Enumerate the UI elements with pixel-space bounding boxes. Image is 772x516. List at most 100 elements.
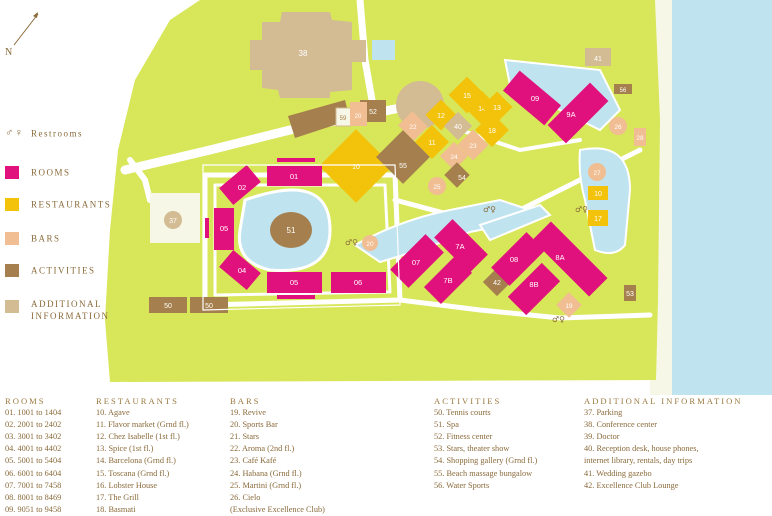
svg-text:22: 22 <box>409 124 417 131</box>
list-item: 56. Water Sports <box>434 480 490 490</box>
building-56 <box>614 84 632 94</box>
directory-restaurants: RESTAURANTS 10. Agave 11. Flavor market … <box>96 395 226 516</box>
list-item: 54. Shopping gallery (Grnd fl.) <box>434 456 538 466</box>
list-item: 04. 4001 to 4402 <box>5 444 62 454</box>
svg-text:12: 12 <box>437 113 445 120</box>
building-41 <box>585 48 611 66</box>
svg-text:06: 06 <box>354 278 362 287</box>
building-20 <box>350 102 367 126</box>
resort-map: N 38 52 59 20 41 56 10 15 14 13 <box>5 0 772 395</box>
list-item: 22. Aroma (2nd fl.) <box>230 444 295 454</box>
svg-text:25: 25 <box>433 184 441 191</box>
pond <box>372 40 395 60</box>
directory-heading: BARS <box>230 396 261 406</box>
restroom-icon: ♂♀ <box>5 127 25 139</box>
list-item: 40. Reception desk, house phones, <box>584 444 699 454</box>
svg-text:42: 42 <box>493 280 501 287</box>
tennis-court-1 <box>149 297 187 313</box>
svg-text:7B: 7B <box>443 276 452 285</box>
activity-markers: 55 54 42 53 50 50 <box>149 130 636 313</box>
list-item: 11. Flavor market (Grnd fl.) <box>96 420 189 430</box>
svg-text:23: 23 <box>469 143 477 150</box>
list-item: 38. Conference center <box>584 420 658 430</box>
svg-text:05: 05 <box>220 224 228 233</box>
legend-label: ROOMS <box>31 167 71 178</box>
list-item: 03. 3001 to 3402 <box>5 432 62 442</box>
directory: ROOMS 01. 1001 to 1404 02. 2001 to 2402 … <box>0 395 772 516</box>
list-item: 24. Habana (Grnd fl.) <box>230 468 302 478</box>
svg-text:52: 52 <box>369 109 377 116</box>
list-item: 20. Sports Bar <box>230 420 278 430</box>
svg-text:♂♀: ♂♀ <box>552 315 565 324</box>
list-item: 12. Chez Isabelle (1st fl.) <box>96 432 180 442</box>
restaurants-swatch <box>5 198 19 211</box>
svg-text:56: 56 <box>620 88 627 94</box>
svg-text:♂♀: ♂♀ <box>575 205 588 214</box>
list-item: 55. Beach massage bungalow <box>434 468 533 478</box>
tennis-court-2 <box>190 297 228 313</box>
svg-text:10: 10 <box>352 164 360 171</box>
svg-text:14: 14 <box>478 106 486 113</box>
svg-text:38: 38 <box>299 49 308 58</box>
list-item: 09. 9051 to 9458 <box>5 504 62 514</box>
svg-text:05: 05 <box>290 278 298 287</box>
list-item: 16. Lobster House <box>96 480 158 490</box>
directory-activities: ACTIVITIES 50. Tennis courts 51. Spa 52.… <box>434 395 582 492</box>
svg-text:01: 01 <box>290 172 298 181</box>
svg-text:26: 26 <box>614 124 622 131</box>
list-item: 14. Barcelona (Grnd fl.) <box>96 456 176 466</box>
list-item: internet library, rentals, day trips <box>584 456 693 466</box>
svg-text:18: 18 <box>488 128 496 135</box>
list-item: 50. Tennis courts <box>434 408 491 418</box>
list-item: 17. The Grill <box>96 492 139 502</box>
svg-text:15: 15 <box>463 93 471 100</box>
svg-text:8B: 8B <box>529 280 538 289</box>
legend-label: INFORMATION <box>31 311 110 321</box>
list-item: 21. Stars <box>230 432 260 442</box>
directory-bars: BARS 19. Revive 20. Sports Bar 21. Stars… <box>230 395 430 516</box>
north-arrow-head <box>33 12 38 18</box>
svg-text:07: 07 <box>412 258 420 267</box>
legend-label: ACTIVITIES <box>31 265 96 276</box>
restaurant-cluster: 10 15 14 13 18 12 11 40 10 17 <box>319 76 608 226</box>
svg-text:37: 37 <box>169 218 177 225</box>
svg-text:54: 54 <box>458 175 466 182</box>
legend-activities: ACTIVITIES <box>5 264 96 277</box>
svg-text:♂♀: ♂♀ <box>345 238 358 247</box>
south-pool <box>478 203 552 242</box>
svg-text:28: 28 <box>636 135 644 142</box>
list-item: 13. Spice (1st fl.) <box>96 444 154 454</box>
building-52 <box>288 100 350 138</box>
legend-restrooms: ♂♀Restrooms <box>5 127 83 140</box>
room-buildings: 01 02 05 04 05 06 07 7A 7B 08 8A 8B 09 9… <box>205 70 609 316</box>
list-item: 39. Doctor <box>584 432 620 442</box>
activities-swatch <box>5 264 19 277</box>
legend-label: RESTAURANTS <box>31 199 112 210</box>
svg-text:9A: 9A <box>566 110 575 119</box>
building-51 <box>270 212 312 248</box>
list-item: 06. 6001 to 6404 <box>5 468 62 478</box>
ocean <box>672 0 772 395</box>
restroom-markers: ♂♀ ♂♀ ♂♀ ♂♀ <box>345 205 588 324</box>
list-item: 05. 5001 to 5404 <box>5 456 62 466</box>
svg-text:8A: 8A <box>555 253 564 262</box>
list-item: 18. Basmati <box>96 504 136 514</box>
directory-heading: ADDITIONAL INFORMATION <box>584 396 743 406</box>
rooms-swatch <box>5 166 19 179</box>
list-item: 02. 2001 to 2402 <box>5 420 62 430</box>
directory-heading: ACTIVITIES <box>434 396 502 406</box>
list-item: 23. Café Kafé <box>230 456 277 466</box>
svg-text:40: 40 <box>454 124 462 131</box>
list-item: 52. Fitness center <box>434 432 493 442</box>
svg-text:♂♀: ♂♀ <box>483 205 496 214</box>
info-swatch <box>5 300 19 313</box>
list-item: 37. Parking <box>584 408 623 418</box>
svg-text:50: 50 <box>205 303 213 310</box>
list-item: 07. 7001 to 7458 <box>5 480 62 490</box>
svg-text:13: 13 <box>493 105 501 112</box>
legend-label: BARS <box>31 233 61 244</box>
directory-rooms: ROOMS 01. 1001 to 1404 02. 2001 to 2402 … <box>5 395 95 516</box>
list-item: 08. 8001 to 8469 <box>5 492 62 502</box>
svg-text:50: 50 <box>164 303 172 310</box>
